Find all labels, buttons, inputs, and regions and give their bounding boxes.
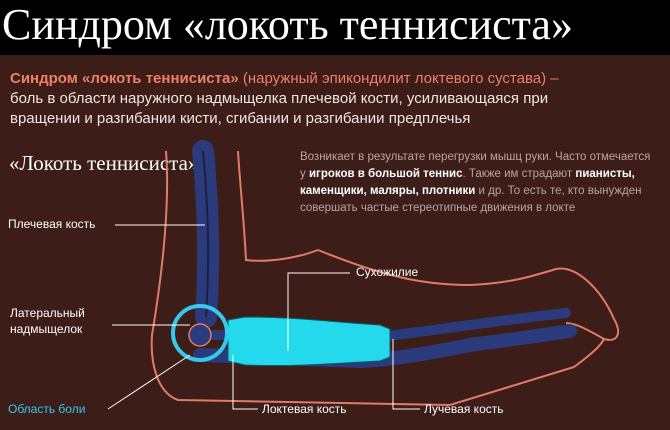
- desc-bold-1: игроков в большой теннис: [308, 168, 463, 180]
- epicondyle: [188, 323, 212, 347]
- ulna-label: Локтевая кость: [262, 402, 347, 416]
- page-title: Синдром «локоть теннисиста»: [0, 0, 670, 55]
- arm-illustration: [107, 140, 620, 410]
- radius-leader: [392, 339, 420, 410]
- description-text: Возникает в результате перегрузки мышц р…: [300, 149, 655, 217]
- pain-leader: [107, 354, 191, 410]
- desc-part-3: и др. То есть те, кто вынужден совершать…: [300, 185, 642, 214]
- intro-line-3: вращении и разгибании кисти, сгибании и …: [10, 110, 471, 127]
- tendon-leader: [287, 272, 350, 351]
- humerus-bone-edge: [202, 150, 210, 318]
- intro-text: Синдром «локоть теннисиста» (наружный эп…: [10, 69, 660, 129]
- ulna-leader: [232, 355, 258, 410]
- desc-part-2: . Также им страдают: [462, 168, 576, 180]
- pain-area-label: Область боли: [8, 402, 86, 416]
- hand-bottom-outline: [573, 338, 605, 368]
- ulna-bone: [193, 324, 577, 369]
- tendon: [227, 316, 391, 367]
- tendon-label: Сухожилие: [356, 265, 419, 279]
- pain-area-circle: [171, 304, 229, 362]
- epicondyle-label-2: надмыщелок: [10, 322, 83, 336]
- upper-arm-outline: [150, 150, 575, 407]
- desc-part-1: Возникает в результате перегрузки мышц р…: [300, 151, 651, 180]
- desc-bold-2: пианисты, каменщики, маляры, плотники: [300, 168, 635, 197]
- upper-arm-back-outline: [237, 150, 319, 262]
- forearm-top-outline: [317, 249, 620, 341]
- intro-line-2: боль в области наружного надмыщелка плеч…: [10, 90, 549, 107]
- intro-paren: (наружный эпикондилит локтевого сустава)…: [238, 70, 559, 87]
- humerus-label: Плечевая кость: [8, 217, 96, 231]
- intro-term: Синдром «локоть теннисиста»: [10, 70, 239, 87]
- epicondyle-label-1: Латеральный: [10, 306, 85, 320]
- radius-label: Лучевая кость: [424, 402, 504, 416]
